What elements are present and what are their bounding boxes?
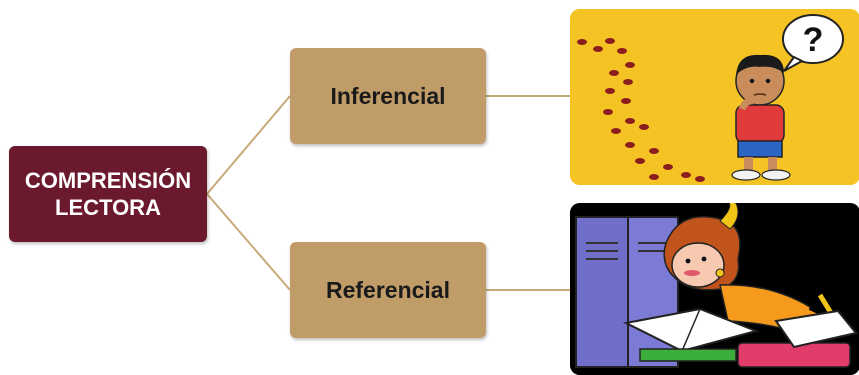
speech-bubble: ? — [782, 14, 844, 72]
boy-figure — [731, 54, 791, 181]
node-inferencial: Inferencial — [290, 48, 486, 144]
question-mark: ? — [803, 21, 824, 59]
root-node-line2: LECTORA — [55, 195, 161, 220]
root-node-line1: COMPRENSIÓN — [24, 168, 192, 193]
footprints — [577, 38, 705, 182]
boy-illustration-svg: ? — [570, 9, 859, 185]
connector-root-inferencial — [206, 95, 291, 195]
girl-reading-books-illustration — [570, 203, 859, 375]
books — [622, 307, 858, 368]
girl-illustration-svg — [570, 203, 859, 375]
node-referencial-label: Referencial — [325, 276, 450, 303]
root-node-comprension-lectora: COMPRENSIÓN LECTORA — [9, 146, 207, 242]
boy-footprints-question-illustration: ? — [570, 9, 859, 185]
node-inferencial-label: Inferencial — [330, 82, 446, 109]
node-referencial: Referencial — [290, 242, 486, 338]
connector-root-referencial — [206, 193, 291, 291]
lockers — [575, 216, 679, 368]
